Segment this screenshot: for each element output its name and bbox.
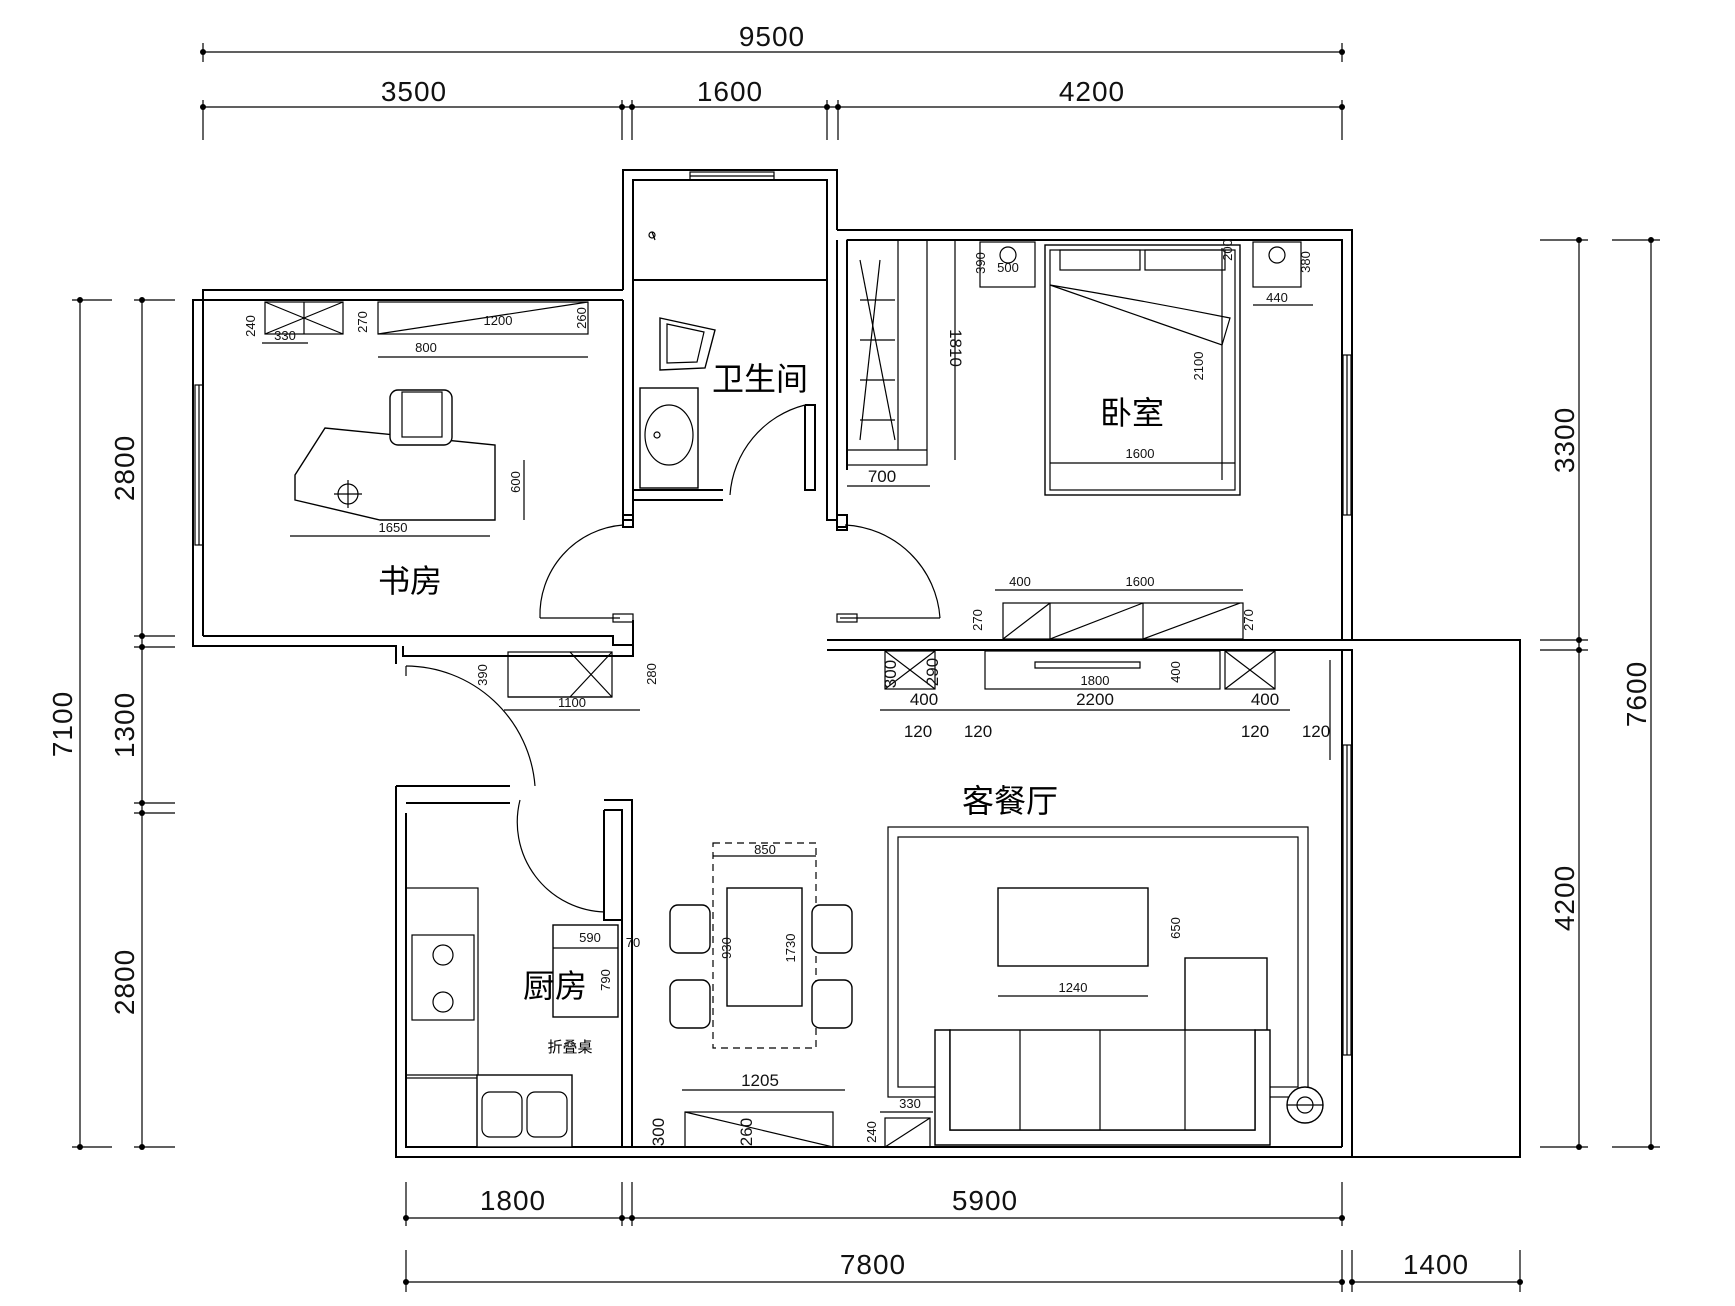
fd-dining-930: 930 xyxy=(719,937,734,959)
bottom-dim-ticks xyxy=(403,1215,1523,1285)
fd-bot-330: 330 xyxy=(899,1096,921,1111)
top-dim-ticks xyxy=(200,49,1345,110)
fd-kit-70: 70 xyxy=(626,935,640,950)
fd-liv-400b: 400 xyxy=(1251,690,1279,709)
fd-study-1650: 1650 xyxy=(379,520,408,535)
fd-hall-1100: 1100 xyxy=(558,695,586,710)
fd-tv-400: 400 xyxy=(1009,574,1031,589)
fd-liv-1800: 1800 xyxy=(1081,673,1110,688)
fd-bed-440: 440 xyxy=(1266,290,1288,305)
fd-tv-1600: 1600 xyxy=(1126,574,1155,589)
fd-wardrobe-700: 700 xyxy=(868,467,896,486)
dim-top-total: 9500 xyxy=(739,21,805,52)
room-label-living-dining: 客餐厅 xyxy=(962,782,1058,820)
study-furniture xyxy=(262,301,640,711)
left-dimension-lines xyxy=(72,299,175,1148)
fd-study-240: 240 xyxy=(243,315,258,337)
right-dimension-lines xyxy=(1540,239,1660,1148)
fd-tv-270a: 270 xyxy=(970,609,985,631)
dim-right-total: 7600 xyxy=(1621,661,1652,727)
dim-left-total: 7100 xyxy=(47,691,78,757)
fd-bot-300: 300 xyxy=(649,1118,668,1146)
fd-liv-120c: 120 xyxy=(1241,722,1269,741)
fd-dining-1730: 1730 xyxy=(783,934,798,963)
fd-coffee-1240: 1240 xyxy=(1059,980,1088,995)
fd-liv-120b: 120 xyxy=(964,722,992,741)
windows xyxy=(194,171,1352,1056)
fd-hall-390: 390 xyxy=(475,664,490,686)
dim-bottom-2: 5900 xyxy=(952,1185,1018,1216)
fd-liv-120a: 120 xyxy=(904,722,932,741)
fd-bed-380: 380 xyxy=(1298,251,1313,273)
dim-bottom-right: 1400 xyxy=(1403,1249,1469,1280)
fd-study-600: 600 xyxy=(508,471,523,493)
top-dimension-lines xyxy=(202,43,1343,140)
fd-wardrobe-1810: 1810 xyxy=(946,329,965,367)
fd-bot-260: 260 xyxy=(737,1118,756,1146)
dim-top-3: 4200 xyxy=(1059,76,1125,107)
fd-study-1200: 1200 xyxy=(484,313,513,328)
fd-study-330: 330 xyxy=(274,328,296,343)
doors xyxy=(405,404,941,913)
bedroom-furniture xyxy=(846,239,1313,640)
fd-liv-300: 300 xyxy=(881,660,900,688)
room-label-bathroom: 卫生间 xyxy=(712,360,808,398)
fd-bed-200: 200 xyxy=(1220,239,1235,261)
fd-liv-400a: 400 xyxy=(910,690,938,709)
fd-study-270: 270 xyxy=(355,311,370,333)
fd-study-800: 800 xyxy=(415,340,437,355)
dim-left-3: 2800 xyxy=(109,949,140,1015)
dim-right-2: 4200 xyxy=(1549,865,1580,931)
fd-coffee-650: 650 xyxy=(1168,917,1183,939)
dim-left-1: 2800 xyxy=(109,435,140,501)
fd-bed-500: 500 xyxy=(997,260,1019,275)
right-dim-ticks xyxy=(1576,237,1654,1150)
room-label-bedroom: 卧室 xyxy=(1100,394,1164,432)
fd-bed-390: 390 xyxy=(973,252,988,274)
dim-bottom-1: 1800 xyxy=(480,1185,546,1216)
fd-bed-2100: 2100 xyxy=(1191,352,1206,381)
fd-liv-290: 290 xyxy=(923,658,942,686)
bathroom-fixtures xyxy=(639,231,716,489)
fd-tv-270b: 270 xyxy=(1241,609,1256,631)
exterior-walls xyxy=(192,169,1521,1158)
fd-liv-120d: 120 xyxy=(1302,722,1330,741)
dim-right-1: 3300 xyxy=(1549,407,1580,473)
dim-top-2: 1600 xyxy=(697,76,763,107)
fd-liv-400v: 400 xyxy=(1168,661,1183,683)
label-folding-table: 折叠桌 xyxy=(547,1038,592,1056)
room-label-kitchen: 厨房 xyxy=(523,967,587,1005)
left-dim-ticks xyxy=(77,297,145,1150)
fd-dining-850: 850 xyxy=(754,842,776,857)
fd-bot-1205: 1205 xyxy=(741,1071,779,1090)
fd-kit-590: 590 xyxy=(579,930,601,945)
fd-bot-240: 240 xyxy=(864,1121,879,1143)
fd-kit-790: 790 xyxy=(598,969,613,991)
dim-left-2: 1300 xyxy=(109,692,140,758)
fd-hall-280: 280 xyxy=(644,663,659,685)
dim-bottom-total: 7800 xyxy=(840,1249,906,1280)
fd-study-260: 260 xyxy=(574,307,589,329)
room-label-study: 书房 xyxy=(378,562,442,600)
dim-top-1: 3500 xyxy=(381,76,447,107)
living-furniture xyxy=(405,650,1331,1148)
fd-bed-1600: 1600 xyxy=(1126,446,1155,461)
fd-liv-2200: 2200 xyxy=(1076,690,1114,709)
